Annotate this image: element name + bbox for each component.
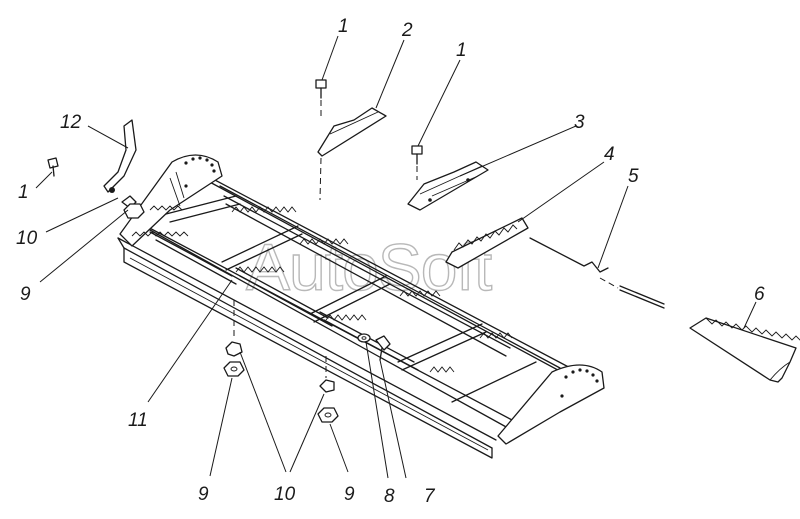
callout-1-left: 1 [18,182,29,203]
callout-5: 5 [628,166,639,187]
frame-assembly [117,154,605,459]
callout-10-left: 10 [16,228,38,249]
callout-10-bottom: 10 [274,484,296,505]
part-8-washer [357,333,371,343]
callout-7: 7 [424,486,436,507]
part-12-bracket [103,119,137,193]
part-10-washer-lower-left [225,341,243,357]
part-7-bolt [375,335,391,361]
part-1-bolt-left [47,157,59,177]
part-2-plate [317,107,387,157]
part-2-dashed-guide [319,100,322,201]
callout-12: 12 [60,112,82,133]
callout-labels: 1 1 1 2 3 4 5 6 7 8 9 9 9 10 10 11 12 [16,16,765,507]
part-4-toothed-bar [445,217,529,269]
callout-11: 11 [128,410,148,431]
part-6-toothed-plate [689,317,800,383]
leader-lines [35,35,757,479]
callout-1-right: 1 [456,40,467,61]
callout-6: 6 [754,284,765,305]
callout-9-bottom-right: 9 [344,484,355,505]
part-9-nut-left [123,203,145,219]
part-3-plate [407,161,489,211]
part-10-washer-lower-right [319,379,335,393]
callout-9-bottom-left: 9 [198,484,209,505]
callout-8: 8 [384,486,395,507]
part-9-nut-lower-left [223,361,245,377]
callout-4: 4 [604,144,615,165]
part-9-nut-lower-right [317,407,339,423]
callout-1-top: 1 [338,16,349,37]
part-1-bolt-right [411,145,423,165]
part-1-bolt-center [315,79,327,99]
part-5-pin [529,237,665,309]
callout-2: 2 [401,20,413,41]
callout-9-left: 9 [20,284,31,305]
lower-dashed-guides [233,300,327,378]
callout-3: 3 [574,112,585,133]
